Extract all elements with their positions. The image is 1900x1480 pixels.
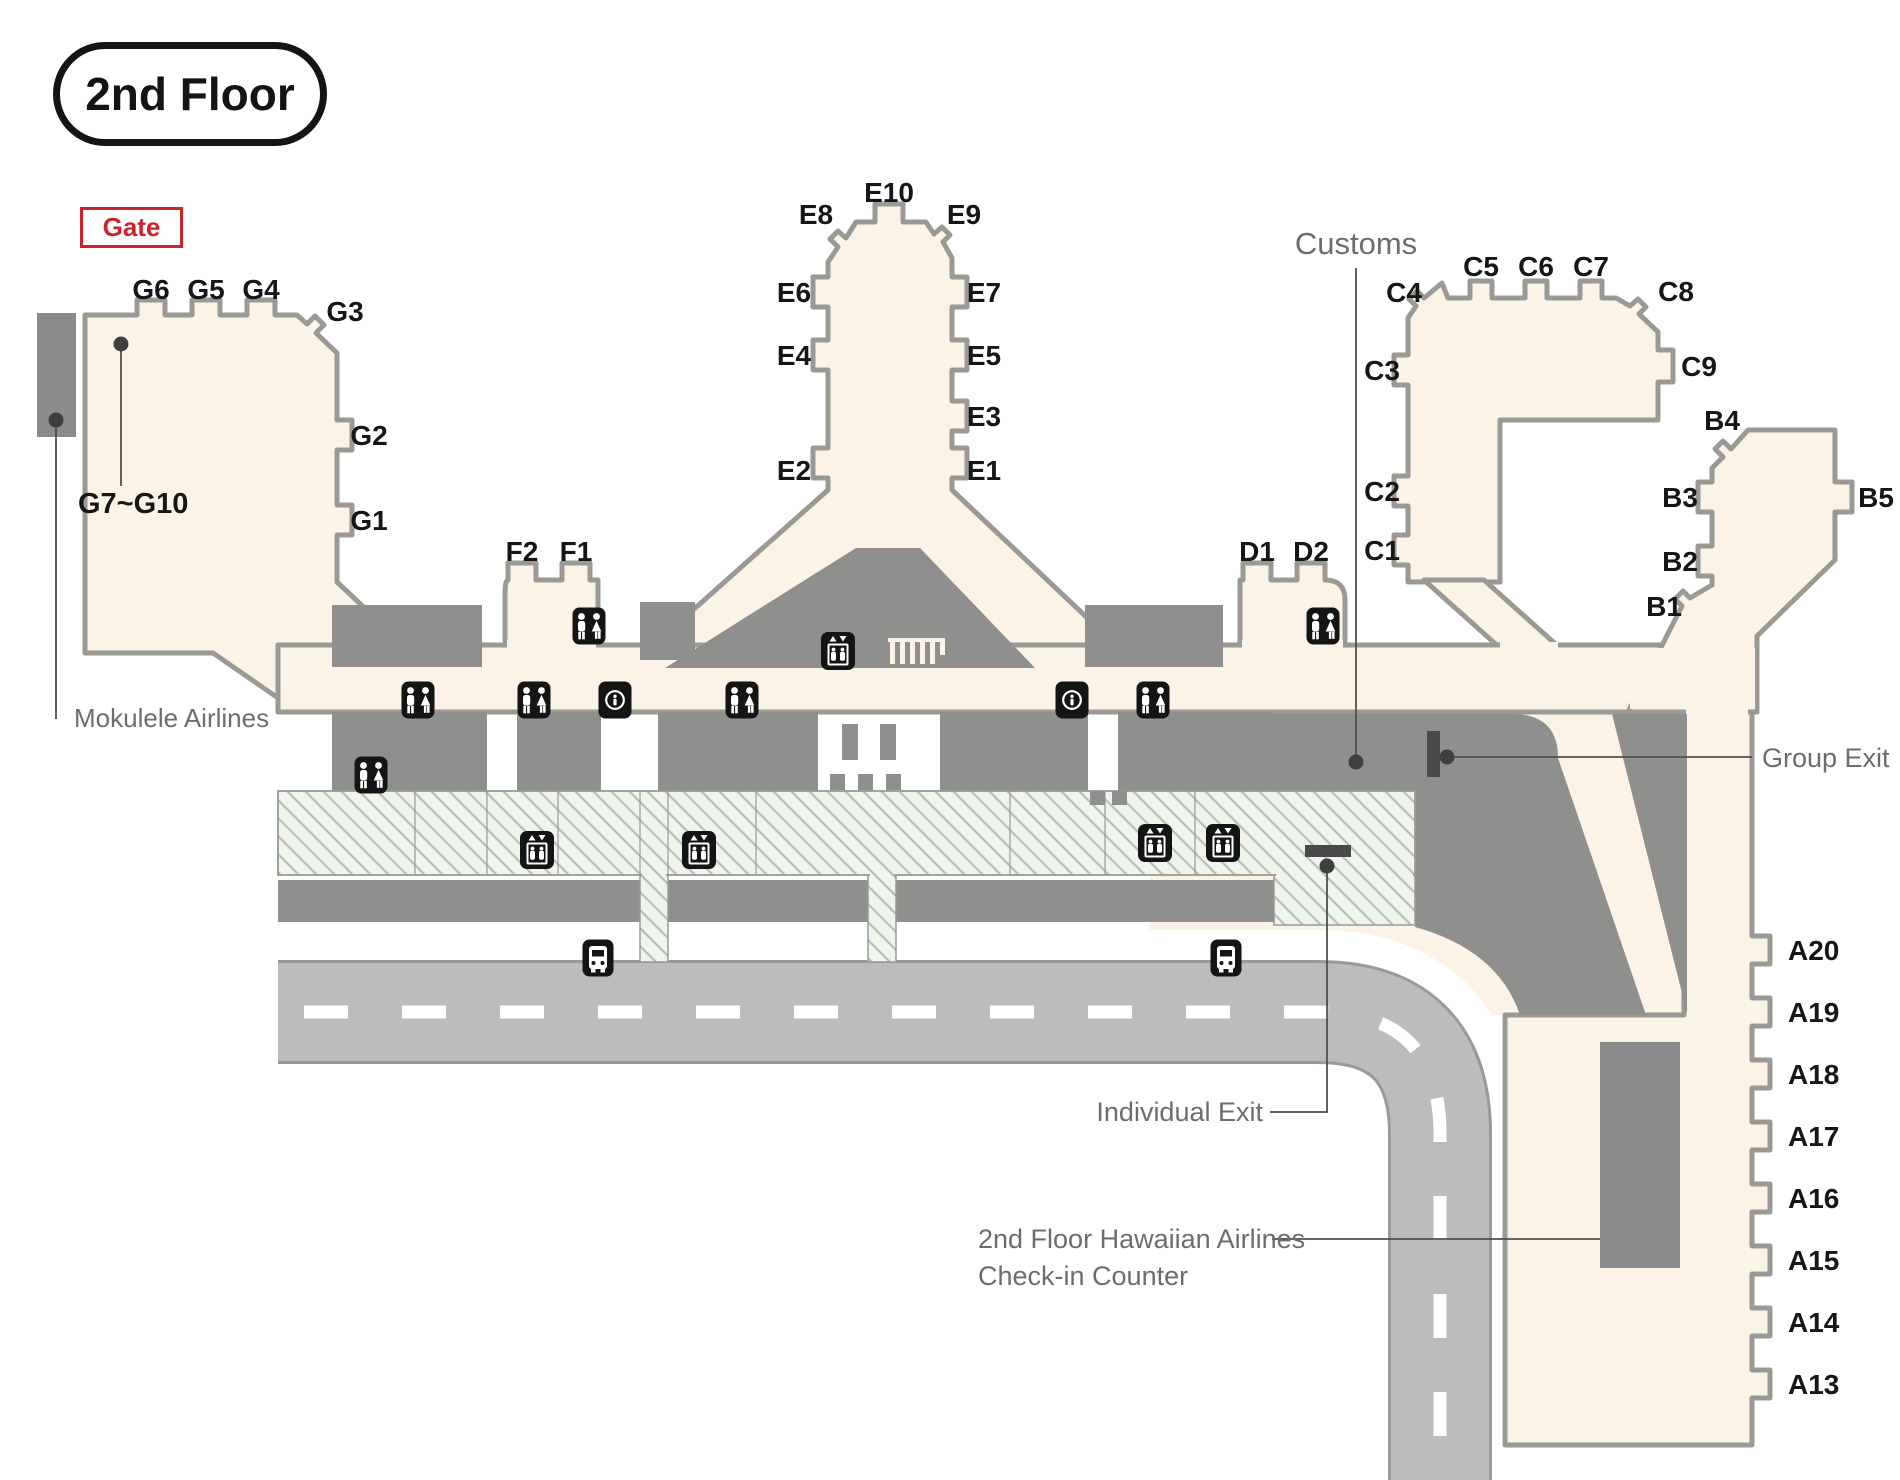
callout-individual_exit: Individual Exit — [1096, 845, 1351, 1127]
gate-label-B2: B2 — [1662, 546, 1698, 577]
gate-label-G5: G5 — [187, 274, 224, 305]
e-pier-shape — [645, 201, 1125, 715]
gate-label-D1: D1 — [1239, 536, 1275, 567]
gate-label-A14: A14 — [1788, 1307, 1840, 1338]
gate-label-A13: A13 — [1788, 1369, 1839, 1400]
callout-text-customs: Customs — [1295, 226, 1417, 261]
restroom-icon — [401, 681, 435, 719]
gate-label-C4: C4 — [1386, 277, 1422, 308]
gate-label-A19: A19 — [1788, 997, 1839, 1028]
gate-label-B3: B3 — [1662, 482, 1698, 513]
gate-legend: Gate — [80, 207, 183, 248]
gate-label-E10: E10 — [864, 177, 914, 208]
restroom-icon — [354, 756, 388, 794]
c-pier-shape — [1391, 278, 1676, 585]
callout-g7_g10: G7~G10 — [78, 336, 188, 520]
gate-label-F2: F2 — [506, 536, 539, 567]
elevator-icon — [1206, 824, 1240, 862]
group_exit-marker — [1427, 731, 1440, 777]
callout-customs: Customs — [1295, 226, 1417, 770]
gate-label-B4: B4 — [1704, 405, 1740, 436]
callout-text-g7_g10: G7~G10 — [78, 488, 188, 520]
info-icon — [598, 681, 632, 719]
roadway — [278, 930, 1522, 1480]
bus-icon — [582, 939, 614, 977]
callout-group_exit: Group Exit — [1427, 731, 1890, 777]
gate-label-E3: E3 — [967, 401, 1001, 432]
gate-label-E1: E1 — [967, 455, 1001, 486]
callout-mokulele: Mokulele Airlines — [48, 412, 269, 733]
gate-label-A17: A17 — [1788, 1121, 1839, 1152]
gate-label-E6: E6 — [777, 277, 811, 308]
gate-label-C1: C1 — [1364, 535, 1400, 566]
gate-label-B1: B1 — [1646, 591, 1682, 622]
gate-label-C8: C8 — [1658, 276, 1694, 307]
gate-label-G1: G1 — [350, 505, 387, 536]
gate-label-G3: G3 — [326, 296, 363, 327]
gray-wedge-zone — [1612, 714, 1687, 1013]
restroom-icon — [572, 607, 606, 645]
elevator-icon — [1138, 824, 1172, 862]
restroom-icon — [517, 681, 551, 719]
seating-pocket — [830, 724, 901, 790]
callout-text-individual_exit: Individual Exit — [1096, 1097, 1263, 1127]
road-center-dashes — [278, 1005, 1447, 1480]
c-corridor-shape — [1421, 577, 1563, 651]
hawaiian-checkin-counter — [1600, 1042, 1680, 1268]
lower-structures — [277, 712, 1416, 963]
bus-icon — [1210, 939, 1242, 977]
elevator-icon — [520, 831, 554, 869]
callout-text-mokulele: Mokulele Airlines — [74, 703, 269, 733]
gate-label-A18: A18 — [1788, 1059, 1839, 1090]
gate-label-E7: E7 — [967, 277, 1001, 308]
gate-label-C2: C2 — [1364, 476, 1400, 507]
elevator-icon — [821, 632, 855, 670]
callout-text-hawaiian: 2nd Floor Hawaiian Airlines — [978, 1224, 1305, 1254]
gate-label-A15: A15 — [1788, 1245, 1839, 1276]
escalator-icon — [888, 638, 945, 664]
callout-text-group_exit: Group Exit — [1762, 743, 1890, 773]
gate-label-C5: C5 — [1463, 251, 1499, 282]
info-icon — [1055, 681, 1089, 719]
gate-label-A20: A20 — [1788, 935, 1839, 966]
gate-label-D2: D2 — [1293, 536, 1329, 567]
gate-label-G2: G2 — [350, 420, 387, 451]
restroom-icon — [725, 681, 759, 719]
gate-label-E2: E2 — [777, 455, 811, 486]
restroom-icon — [1306, 607, 1340, 645]
gate-label-C7: C7 — [1573, 251, 1609, 282]
facility-icons — [354, 607, 1340, 977]
gate-label-E9: E9 — [947, 199, 981, 230]
gate-label-E5: E5 — [967, 340, 1001, 371]
restroom-icon — [1136, 681, 1170, 719]
gate-label-F1: F1 — [560, 536, 593, 567]
duty-free-walkway — [277, 790, 1416, 876]
elevator-icon — [682, 831, 716, 869]
gate-label-C9: C9 — [1681, 351, 1717, 382]
gate-label-G6: G6 — [132, 274, 169, 305]
gate-label-A16: A16 — [1788, 1183, 1839, 1214]
gate-label-E4: E4 — [777, 340, 812, 371]
gate-label-C6: C6 — [1518, 251, 1554, 282]
floor-badge: 2nd Floor — [53, 42, 327, 146]
terminal-shapes — [82, 201, 1855, 715]
callout-text-hawaiian: Check-in Counter — [978, 1261, 1188, 1291]
gate-label-G4: G4 — [242, 274, 280, 305]
individual_exit-marker — [1305, 845, 1351, 857]
gate-label-E8: E8 — [799, 199, 833, 230]
gate-label-C3: C3 — [1364, 355, 1400, 386]
gate-label-B5: B5 — [1858, 482, 1894, 513]
a-corridor-patch — [1686, 706, 1748, 718]
